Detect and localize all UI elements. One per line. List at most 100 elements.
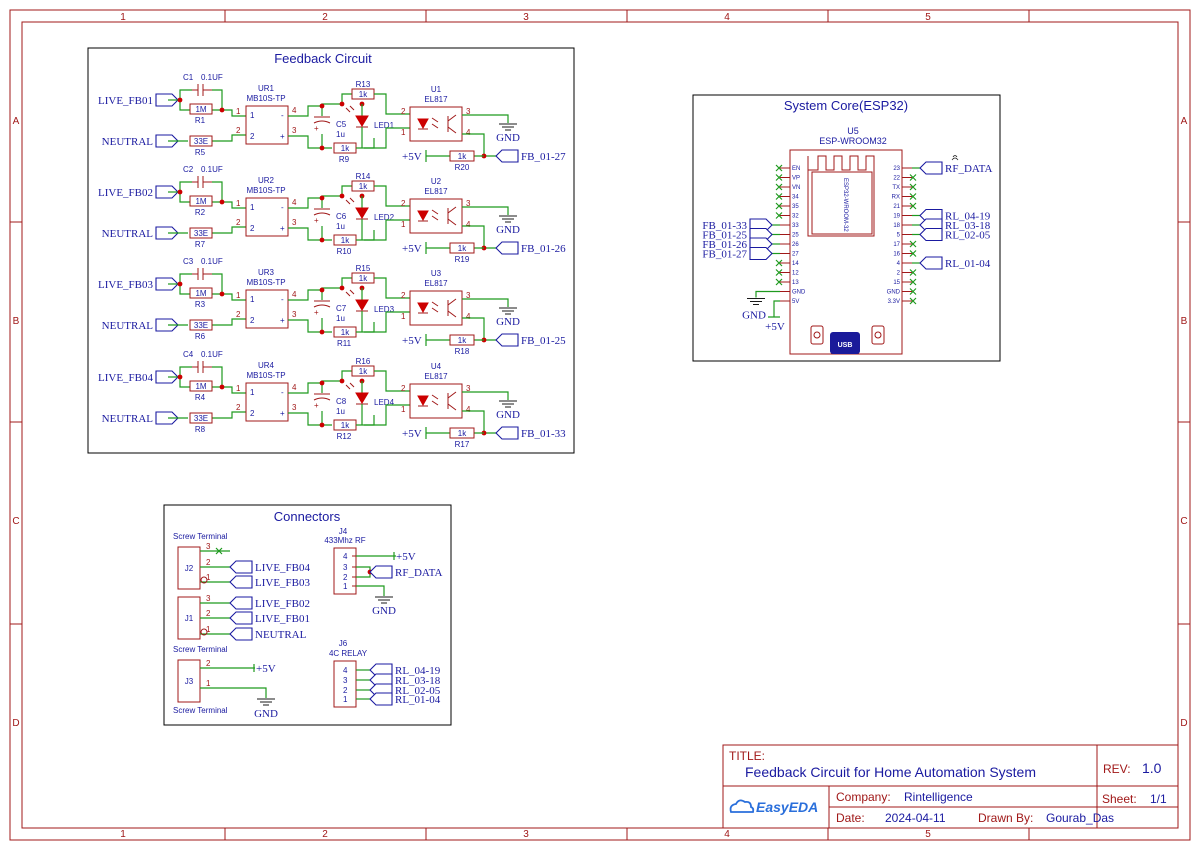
connectors-title: Connectors	[274, 509, 341, 524]
esp32-right-pin-11: 2	[897, 269, 917, 277]
esp32-left-pin-10: 14	[775, 259, 799, 267]
esp32-right-pin-7: 5	[897, 233, 912, 239]
j1-net-0-label: LIVE_FB02	[255, 598, 310, 610]
neutral-flag-2-label: NEUTRAL	[102, 228, 154, 240]
esp32-left-pin-9: 27	[780, 252, 799, 258]
resistor-pullup-ref-2: R19	[455, 255, 470, 264]
esp32-right-pin-8: 17	[893, 240, 917, 248]
column-label-bottom-5: 5	[925, 829, 931, 840]
esp32-left-pin-label-9: 27	[792, 252, 799, 258]
resistor-neutral-1: 33E	[189, 135, 213, 147]
esp32-right-pin-label-10: 4	[897, 261, 901, 267]
revision-label: REV:	[1103, 762, 1131, 776]
live-fb-flag-3-label: LIVE_FB03	[98, 279, 154, 291]
j2-pin-0: 3	[206, 542, 211, 551]
bridge-ref-2: UR2	[258, 176, 275, 185]
esp32-left-pin-label-10: 14	[792, 261, 799, 267]
resistor-bottom-2-value: 1k	[341, 236, 350, 245]
column-label-top-2: 2	[322, 12, 328, 23]
esp32-net-flag-FB_01-27-label: FB_01-27	[702, 249, 747, 261]
j6-net-1-label: RL_03-18	[395, 675, 441, 687]
easyeda-logo: EasyEDA	[729, 799, 818, 815]
live-fb-flag-1: LIVE_FB01	[98, 93, 179, 107]
live-fb-flag-1-label: LIVE_FB01	[98, 95, 153, 107]
esp32-left-pin-4: 35	[775, 202, 799, 210]
opto-part-4: EL817	[424, 372, 448, 381]
svg-text:4: 4	[292, 198, 297, 207]
esp32-left-pin-2: VN	[775, 183, 800, 191]
svg-text:3: 3	[292, 218, 297, 227]
esp32-left-pin-label-13: GND	[792, 290, 806, 296]
j3-pin-1: 1	[206, 679, 211, 688]
resistor-top-3-value: 1k	[359, 274, 368, 283]
esp32-right-pin-label-13: GND	[887, 290, 901, 296]
svg-text:3: 3	[292, 126, 297, 135]
resistor-neutral-3: 33E	[189, 319, 213, 331]
input-capacitor-1	[192, 84, 212, 96]
svg-text:+: +	[314, 401, 319, 410]
j4-pin-0: 4	[343, 552, 348, 561]
opto-part-3: EL817	[424, 279, 448, 288]
led-ref-3: LED3	[374, 305, 395, 314]
esp32-right-pin-1: 22	[893, 174, 917, 182]
terminal-j2-ref: J2	[185, 564, 194, 573]
filter-cap-ref-1: C5	[336, 120, 347, 129]
terminal-j3-ref: J3	[185, 677, 194, 686]
column-label-top-4: 4	[724, 12, 730, 23]
cap-ref-2: C2	[183, 165, 194, 174]
j3-ground-label: GND	[254, 708, 278, 720]
resistor-neutral-2-value: 33E	[194, 229, 208, 238]
cap-value-3: 0.1UF	[201, 257, 223, 266]
cap-ref-4: C4	[183, 350, 194, 359]
j1-net-0: LIVE_FB02	[229, 596, 310, 610]
esp32-right-pin-label-11: 2	[897, 271, 901, 277]
esp32-right-pin-label-2: TX	[892, 185, 900, 191]
esp32-net-flag-RF_DATA-label: RF_DATA	[945, 163, 992, 175]
resistor-in-1-value: 1M	[195, 105, 206, 114]
esp32-right-pin-label-6: 18	[893, 223, 900, 229]
date-value: 2024-04-11	[885, 811, 946, 825]
resistor-pullup-3-value: 1k	[458, 336, 467, 345]
j6-net-1: RL_03-18	[369, 673, 441, 687]
esp32-left-pin-label-8: 26	[792, 242, 799, 248]
esp32-chip-text: ESP32-WROOM-32	[842, 178, 848, 232]
vcc-label-4: +5V	[402, 428, 422, 440]
led-ref-2: LED2	[374, 213, 395, 222]
svg-text:1: 1	[250, 203, 255, 212]
resistor-top-ref-3: R15	[356, 264, 371, 273]
esp32-left-pin-label-4: 35	[792, 204, 799, 210]
bridge-ref-3: UR3	[258, 268, 275, 277]
j2-pin-2: 1	[206, 573, 211, 582]
svg-text:4: 4	[292, 106, 297, 115]
svg-text:3: 3	[292, 310, 297, 319]
esp32-right-pin-3: RX	[892, 193, 917, 201]
esp32-ground-label: GND	[742, 310, 766, 322]
esp32-right-pin-label-7: 5	[897, 233, 901, 239]
feedback-out-flag-2-label: FB_01-26	[521, 243, 566, 255]
ground-label-4: GND	[496, 409, 520, 421]
led-ref-4: LED4	[374, 398, 395, 407]
resistor-top-2-value: 1k	[359, 182, 368, 191]
esp32-left-pin-label-11: 12	[792, 271, 799, 277]
filter-capacitor-3: +	[313, 300, 331, 317]
ground-symbol-1	[499, 123, 517, 131]
live-fb-flag-4: LIVE_FB04	[98, 370, 179, 384]
bridge-ref-1: UR1	[258, 84, 275, 93]
esp32-net-flag-RL_02-05-label: RL_02-05	[945, 230, 991, 242]
svg-text:+: +	[314, 308, 319, 317]
svg-text:1: 1	[250, 295, 255, 304]
resistor-neutral-4: 33E	[189, 412, 213, 424]
bridge-part-1: MB10S-TP	[246, 94, 285, 103]
resistor-neutral-ref-3: R6	[195, 332, 206, 341]
bridge-ref-4: UR4	[258, 361, 275, 370]
resistor-in-2: 1M	[189, 195, 213, 207]
svg-text:1: 1	[401, 405, 406, 414]
svg-text:1: 1	[236, 291, 241, 300]
resistor-pullup-1-value: 1k	[458, 152, 467, 161]
esp32-left-pin-13: GND	[780, 290, 806, 296]
